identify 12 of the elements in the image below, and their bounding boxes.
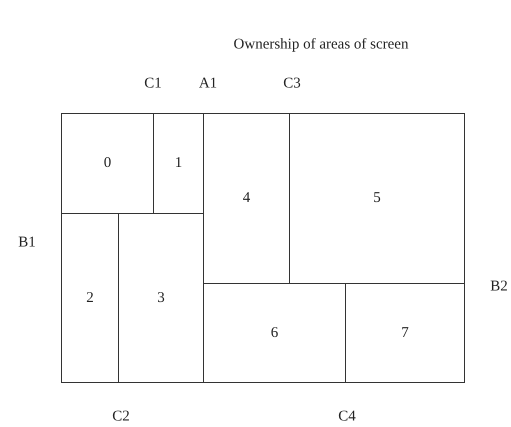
screen-area: 7	[345, 283, 465, 383]
screen-area: 2	[61, 213, 119, 383]
area-label: C2	[112, 408, 130, 426]
area-label: B2	[490, 278, 508, 296]
screen-area: 0	[61, 113, 154, 214]
diagram-title: Ownership of areas of screen	[234, 36, 408, 54]
area-label: C3	[283, 76, 301, 92]
area-label: B1	[18, 234, 36, 252]
screen-area: 5	[289, 113, 465, 284]
area-label: C1	[144, 76, 162, 92]
area-label: C4	[338, 408, 356, 426]
area-label: A1	[198, 76, 218, 92]
